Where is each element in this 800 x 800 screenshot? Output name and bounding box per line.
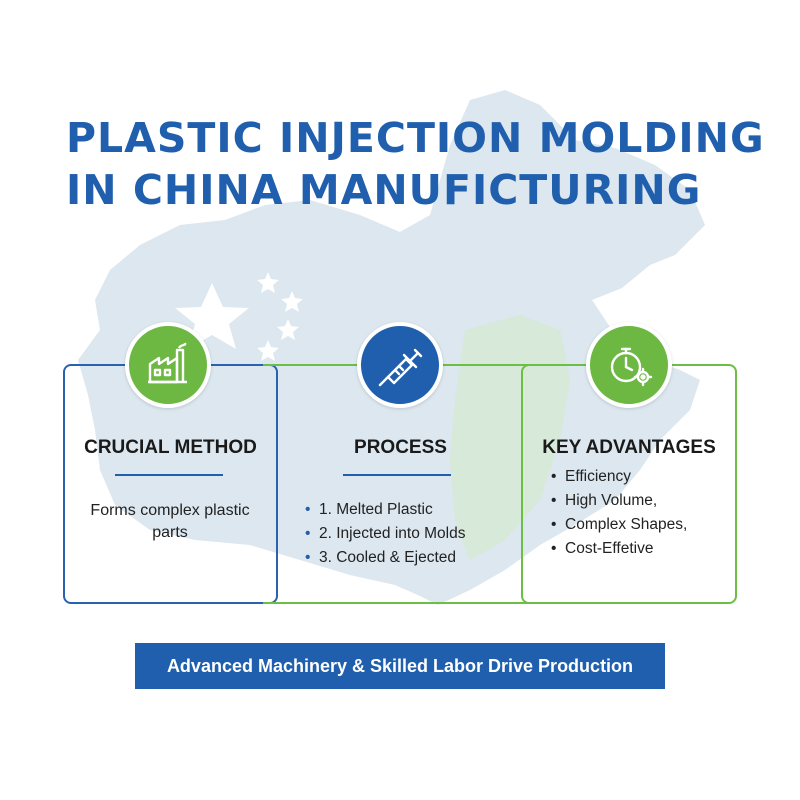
process-step: 2. Injected into Molds <box>305 522 465 546</box>
small-star-icon <box>277 319 299 340</box>
advantage-item: Efficiency <box>551 465 687 489</box>
method-description: Forms complex plastic parts <box>90 502 250 541</box>
advantage-item: High Volume, <box>551 489 687 513</box>
advantages-list: Efficiency High Volume, Complex Shapes, … <box>551 465 687 561</box>
key-advantages-title: KEY ADVANTAGES <box>542 437 716 458</box>
title-line-1: PLASTIC INJECTION MOLDING <box>66 114 765 162</box>
crucial-method-title: CRUCIAL METHOD <box>84 437 257 458</box>
process-divider <box>343 474 451 476</box>
method-divider <box>115 474 223 476</box>
footer-banner: Advanced Machinery & Skilled Labor Drive… <box>135 643 665 689</box>
stopwatch-gear-icon <box>586 322 672 408</box>
process-step: 3. Cooled & Ejected <box>305 546 465 570</box>
process-title: PROCESS <box>354 437 447 458</box>
map-green-region <box>450 315 570 560</box>
title-line-2: IN CHINA MANUFICTURING <box>66 166 702 214</box>
small-star-icon <box>257 340 279 361</box>
advantage-item: Complex Shapes, <box>551 513 687 537</box>
small-star-icon <box>257 272 279 293</box>
process-steps-list: 1. Melted Plastic 2. Injected into Molds… <box>305 498 465 570</box>
process-step: 1. Melted Plastic <box>305 498 465 522</box>
injection-syringe-icon <box>357 322 443 408</box>
page-title: PLASTIC INJECTION MOLDING IN CHINA MANUF… <box>66 112 765 216</box>
advantage-item: Cost-Effetive <box>551 537 687 561</box>
small-star-icon <box>281 291 303 312</box>
factory-icon <box>125 322 211 408</box>
